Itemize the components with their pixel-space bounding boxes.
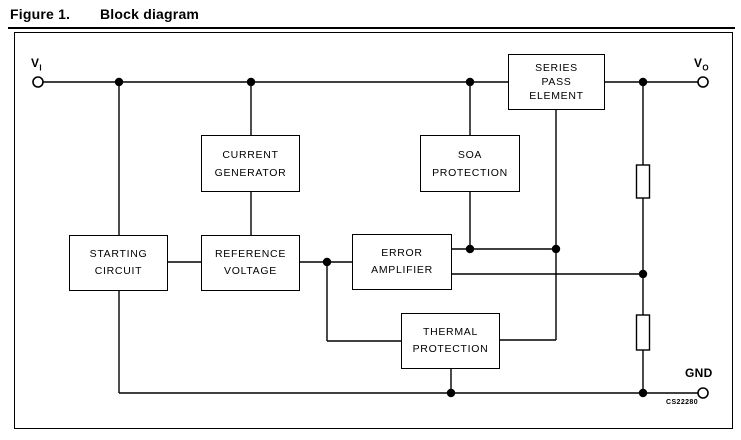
block-label-line: SOA — [457, 148, 483, 161]
block-thermal-protection: THERMAL PROTECTION — [401, 313, 500, 369]
block-series-pass-element: SERIES PASS ELEMENT — [508, 54, 605, 110]
block-label-line: CIRCUIT — [94, 265, 143, 277]
junction-dot — [465, 77, 475, 87]
block-label-line: PASS — [541, 76, 572, 88]
block-reference-voltage: REFERENCE VOLTAGE — [201, 235, 300, 291]
figure-title: Block diagram — [100, 6, 200, 22]
junction-dot — [551, 244, 561, 254]
terminal-vout-label: VO — [694, 56, 709, 73]
resistor-lower — [635, 314, 651, 351]
block-current-generator: CURRENT GENERATOR — [201, 135, 300, 192]
block-error-amplifier: ERROR AMPLIFIER — [352, 234, 452, 290]
junction-dot — [638, 269, 648, 279]
junction-dot — [246, 77, 256, 87]
block-label-line: REFERENCE — [214, 248, 287, 260]
figure-number: Figure 1. — [10, 6, 71, 22]
terminal-vin-label: VI — [31, 56, 42, 73]
block-label-line: CURRENT — [222, 148, 279, 161]
diagram-frame — [14, 32, 733, 429]
junction-dot — [638, 77, 648, 87]
resistor-upper — [635, 164, 651, 199]
block-label-line: STARTING — [89, 248, 148, 260]
block-label-line: PROTECTION — [432, 166, 508, 179]
junction-dot — [114, 77, 124, 87]
junction-dot — [322, 257, 332, 267]
block-label-line: SERIES — [535, 62, 578, 74]
junction-dot — [638, 388, 648, 398]
block-label-line: GENERATOR — [214, 166, 287, 179]
block-label-line: THERMAL — [422, 326, 479, 338]
caption-underline — [8, 27, 735, 29]
terminal-vin-circle — [32, 76, 44, 88]
figure-part-code: CS22280 — [666, 399, 698, 406]
terminal-gnd-circle — [697, 387, 709, 399]
block-label-line: ELEMENT — [529, 90, 584, 102]
block-label-line: PROTECTION — [412, 343, 489, 355]
block-label-line: VOLTAGE — [224, 265, 277, 277]
figure-caption: Figure 1. Block diagram — [10, 6, 199, 22]
block-starting-circuit: STARTING CIRCUIT — [69, 235, 168, 291]
terminal-vout-circle — [697, 76, 709, 88]
terminal-gnd-label: GND — [685, 366, 713, 380]
junction-dot — [446, 388, 456, 398]
junction-dot — [465, 244, 475, 254]
block-soa-protection: SOA PROTECTION — [420, 135, 520, 192]
block-label-line: AMPLIFIER — [371, 264, 433, 276]
block-label-line: ERROR — [381, 247, 423, 259]
